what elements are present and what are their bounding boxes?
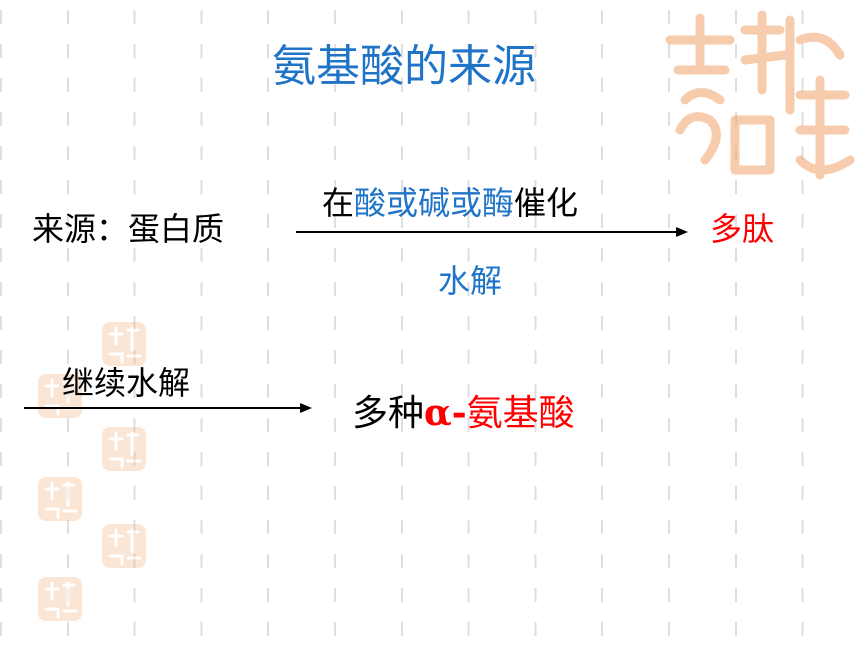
- product-polypeptide: 多肽: [710, 210, 775, 248]
- reaction-arrow-1-head-icon: [676, 227, 688, 237]
- page-title: 氨基酸的来源: [272, 41, 536, 92]
- amino-acid-label: 氨基酸: [466, 393, 575, 434]
- decorative-seal-small-icon: [102, 322, 146, 366]
- decorative-seal-large-icon: [665, 10, 855, 180]
- decorative-seal-small-icon: [102, 524, 146, 568]
- decorative-seal-small-icon: [102, 427, 146, 471]
- product-prefix: 多种: [352, 393, 425, 434]
- condition-suffix: 催化: [514, 184, 579, 222]
- condition-prefix: 在: [322, 184, 355, 222]
- reaction-arrow-2-line: [24, 407, 302, 409]
- decorative-seal-small-icon: [38, 477, 82, 521]
- continue-hydrolysis-label: 继续水解: [62, 364, 191, 402]
- reaction-condition-label: 在酸或碱或酶催化: [322, 178, 578, 224]
- source-label: 来源：蛋白质: [32, 210, 225, 248]
- decorative-seal-small-icon: [38, 577, 82, 621]
- alpha-prefix: α-: [424, 392, 467, 434]
- condition-catalysts: 酸或碱或酶: [354, 184, 515, 222]
- reaction-type-label: 水解: [438, 262, 503, 300]
- reaction-arrow-1-line: [296, 231, 678, 233]
- product-amino-acids: 多种α-氨基酸: [352, 384, 575, 436]
- reaction-arrow-2-head-icon: [300, 403, 312, 413]
